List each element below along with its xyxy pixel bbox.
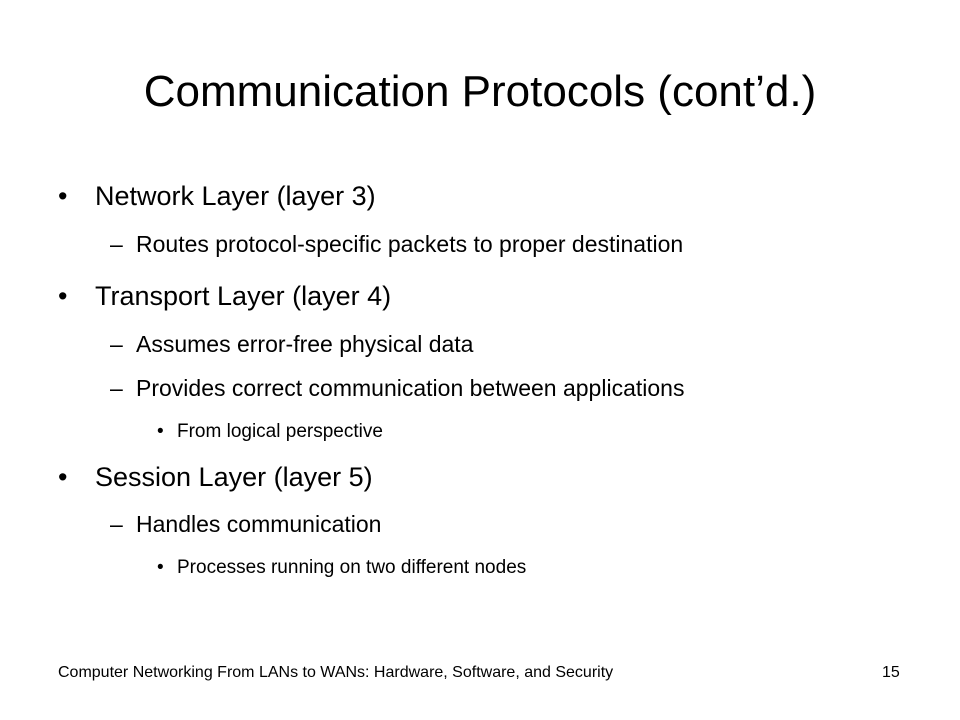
bullet-dot-icon: • [58, 462, 68, 492]
bullet-dot-icon: • [58, 181, 68, 211]
sub-bullet-routes-packets: Routes protocol-specific packets to prop… [136, 231, 684, 257]
bullet-network-layer: Network Layer (layer 3) [95, 181, 376, 211]
bullet-session-layer: Session Layer (layer 5) [95, 462, 373, 492]
bullet-dot-icon: • [58, 281, 68, 311]
page-number: 15 [882, 664, 900, 681]
sub-sub-bullet-logical-perspective: From logical perspective [177, 421, 383, 442]
small-dot-bullet-icon: • [157, 421, 164, 442]
small-dot-bullet-icon: • [157, 557, 164, 578]
sub-bullet-correct-communication: Provides correct communication between a… [136, 375, 685, 401]
dash-bullet-icon: – [110, 331, 123, 357]
dash-bullet-icon: – [110, 511, 123, 537]
slide-title: Communication Protocols (cont’d.) [143, 67, 817, 116]
sub-sub-bullet-processes-nodes: Processes running on two different nodes [177, 557, 527, 578]
footer-source: Computer Networking From LANs to WANs: H… [58, 664, 614, 681]
bullet-transport-layer: Transport Layer (layer 4) [95, 281, 392, 311]
sub-bullet-handles-communication: Handles communication [136, 511, 382, 537]
dash-bullet-icon: – [110, 231, 123, 257]
sub-bullet-error-free: Assumes error-free physical data [136, 331, 474, 357]
dash-bullet-icon: – [110, 375, 123, 401]
